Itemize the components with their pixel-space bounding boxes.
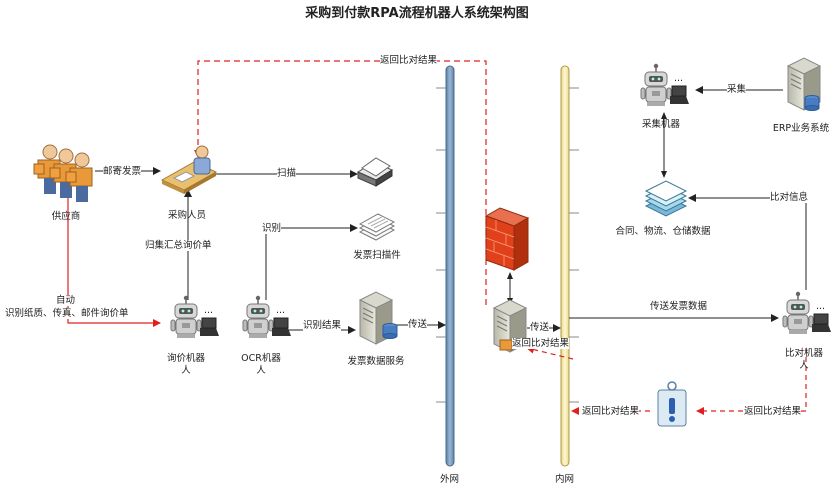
- edge-send-invoice-data: 传送发票数据: [650, 301, 708, 312]
- collect-robot-icon: [640, 63, 690, 107]
- alert-icon: [657, 381, 687, 427]
- buyer-icon: [160, 145, 218, 194]
- compare-robot-label-1: 比对机器: [784, 348, 824, 359]
- compare-robot-icon: [782, 291, 832, 335]
- edge-transfer-2: 传送: [530, 322, 550, 333]
- supplier-icon: [33, 144, 93, 202]
- inquiry-robot-icon: [170, 295, 220, 339]
- data-docs-icon: [644, 180, 688, 217]
- erp-label: ERP业务系统: [772, 123, 830, 134]
- edge-mail-invoice: 邮寄发票: [103, 166, 142, 177]
- outer-network-bar: [445, 65, 455, 467]
- collect-robot-label: 采集机器: [641, 119, 681, 130]
- inquiry-robot-label-2: 人: [181, 365, 191, 376]
- outer-network-label: 外网: [440, 474, 460, 485]
- scan-doc-icon: [359, 213, 395, 241]
- compare-robot-label-2: 人: [799, 360, 809, 371]
- edge-scan: 扫描: [277, 168, 297, 179]
- ocr-robot-label-1: OCR机器: [241, 353, 281, 364]
- edge-compare-info: 比对信息: [770, 192, 809, 203]
- ocr-robot-label-2: 人: [256, 365, 266, 376]
- page-title: 采购到付款RPA流程机器人系统架构图: [305, 6, 529, 21]
- inner-network-bar: [560, 65, 570, 467]
- invoice-server-icon: [359, 291, 398, 345]
- invoice-service-label: 发票数据服务: [347, 356, 405, 367]
- collect-robot-dots: ...: [674, 73, 684, 84]
- edge-aggregate-quote: 归集汇总询价单: [145, 240, 212, 251]
- ocr-robot-dots: ...: [276, 305, 286, 316]
- scan-doc-label: 发票扫描件: [353, 250, 401, 261]
- edge-return-top: 返回比对结果: [380, 55, 438, 66]
- inner-network-label: 内网: [555, 474, 575, 485]
- edge-collect: 采集: [727, 84, 747, 95]
- ocr-robot-icon: [242, 295, 292, 339]
- edge-auto-2: 识别纸质、传真、邮件询价单: [5, 308, 129, 319]
- supplier-label: 供应商: [51, 211, 81, 222]
- data-docs-label: 合同、物流、仓储数据: [615, 226, 711, 237]
- firewall-icon: [484, 207, 530, 271]
- inquiry-robot-label-1: 询价机器: [166, 353, 206, 364]
- edge-ocr-result: 识别结果: [303, 320, 342, 331]
- edge-auto-1: 自动: [56, 295, 76, 306]
- compare-robot-dots: ...: [816, 301, 826, 312]
- edge-return-bottom-right: 返回比对结果: [744, 406, 802, 417]
- edge-return-bottom-left: 返回比对结果: [582, 406, 640, 417]
- erp-server-icon: [787, 57, 821, 111]
- edge-transfer-1: 传送: [408, 319, 428, 330]
- scanner-icon: [356, 157, 394, 187]
- edge-recognize: 识别: [262, 223, 282, 234]
- edge-return-mid: 返回比对结果: [512, 338, 570, 349]
- inquiry-robot-dots: ...: [204, 305, 214, 316]
- buyer-label: 采购人员: [167, 210, 207, 221]
